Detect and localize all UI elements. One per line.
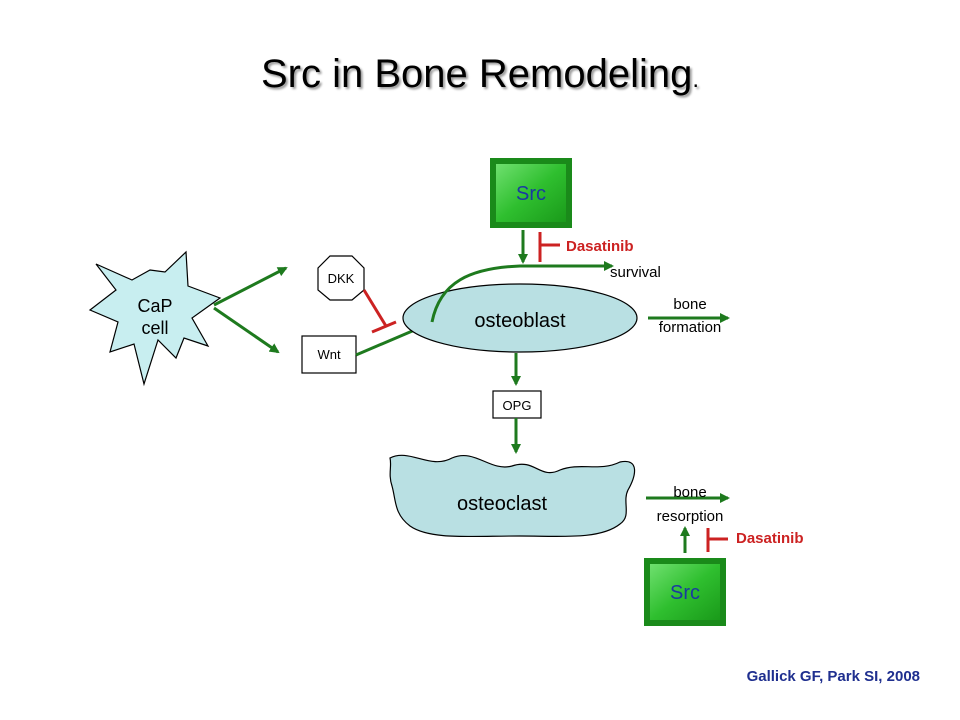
wnt-node: Wnt: [301, 335, 357, 374]
src-top-label: Src: [516, 183, 546, 205]
bone-resorption-line2: resorption: [657, 508, 724, 525]
osteoblast-node: osteoblast: [402, 283, 638, 353]
cap-cell-line2: cell: [141, 318, 168, 338]
citation: Gallick GF, Park SI, 2008: [746, 668, 920, 685]
dkk-label: DKK: [328, 271, 355, 286]
opg-label: OPG: [503, 398, 532, 413]
dasatinib-top-label: Dasatinib: [566, 238, 634, 255]
src-bottom-node: Src: [644, 558, 726, 626]
survival-arrow: [430, 261, 614, 323]
opg-node: OPG: [492, 390, 542, 419]
osteoclast-label: osteoclast: [457, 493, 547, 515]
wnt-label: Wnt: [317, 347, 341, 362]
src-top-node: Src: [490, 158, 572, 228]
osteoclast-node: osteoclast: [389, 454, 636, 538]
dasatinib-top-inhibitor: Dasatinib: [538, 232, 634, 262]
slide-title: Src in Bone Remodeling.: [0, 52, 960, 97]
bone-resorption-line1: bone: [673, 484, 706, 501]
cap-to-wnt-arrow: [213, 306, 280, 354]
osteoblast-label: osteoblast: [474, 310, 566, 332]
bone-formation-line1: bone: [673, 296, 706, 313]
survival-label: survival: [610, 264, 661, 281]
dkk-inhibition: [362, 289, 397, 334]
cap-cell-node: CaP cell: [88, 250, 222, 387]
bone-formation-line2: formation: [659, 319, 722, 336]
title-text: Src in Bone Remodeling: [260, 52, 693, 96]
dasatinib-bottom-label: Dasatinib: [736, 530, 804, 547]
title-dot: .: [692, 66, 700, 93]
dasatinib-bottom-inhibitor: Dasatinib: [706, 528, 804, 552]
cap-to-dkk-arrow: [213, 266, 288, 307]
dkk-node: DKK: [317, 255, 365, 301]
src-bottom-label: Src: [670, 582, 700, 604]
cap-cell-line1: CaP: [137, 296, 172, 316]
